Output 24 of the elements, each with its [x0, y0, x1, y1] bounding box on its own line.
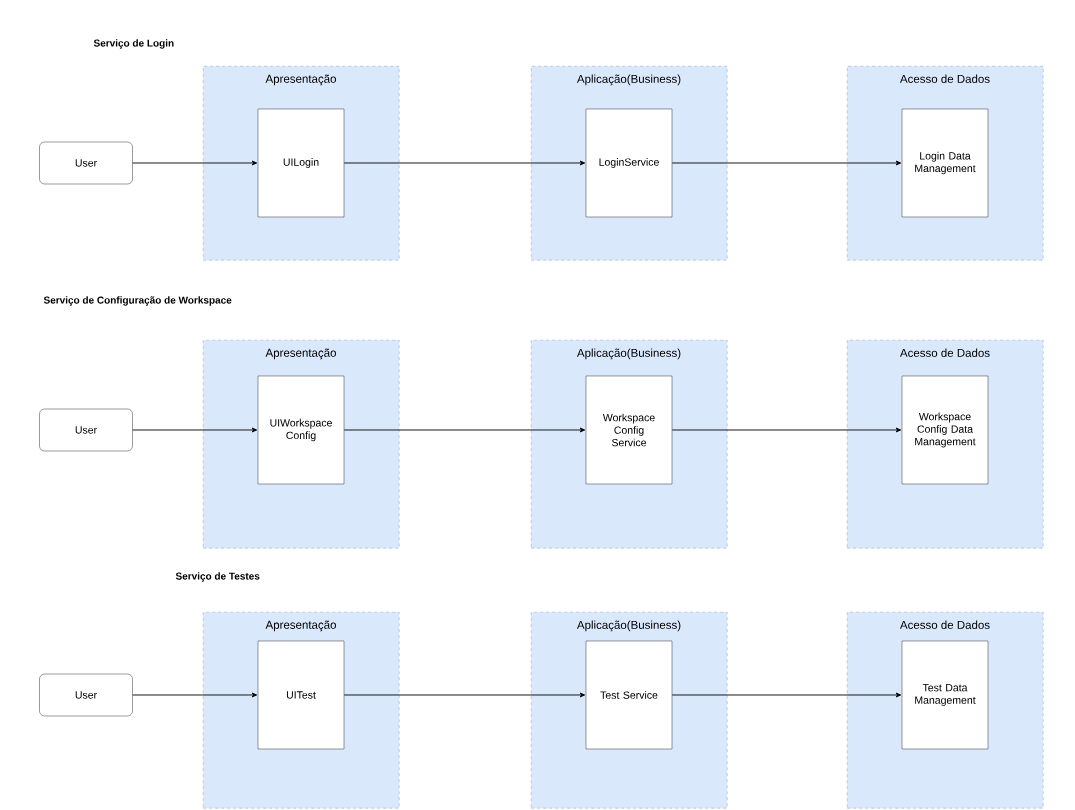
component-box: UITest — [257, 640, 345, 750]
section-title: Serviço de Configuração de Workspace — [43, 296, 232, 306]
component-box: LoginService — [585, 108, 673, 218]
arrow — [671, 427, 902, 433]
component-box: Workspace Config Service — [585, 375, 673, 485]
component-box: Workspace Config Data Management — [901, 375, 989, 485]
component-box: UILogin — [257, 108, 345, 218]
section-title: Serviço de Testes — [175, 572, 260, 582]
user-box: User — [39, 141, 133, 185]
arrow — [343, 692, 586, 698]
arrow — [671, 692, 902, 698]
component-box: Login Data Management — [901, 108, 989, 218]
arrow — [132, 692, 258, 698]
arrow — [132, 427, 258, 433]
component-box: Test Service — [585, 640, 673, 750]
component-box: UIWorkspace Config — [257, 375, 345, 485]
component-box: Test Data Management — [901, 640, 989, 750]
arrow — [343, 160, 586, 166]
arrow — [132, 160, 258, 166]
user-box: User — [39, 408, 133, 452]
arrow — [671, 160, 902, 166]
arrow — [343, 427, 586, 433]
section-title: Serviço de Login — [93, 39, 174, 49]
user-box: User — [39, 673, 133, 717]
